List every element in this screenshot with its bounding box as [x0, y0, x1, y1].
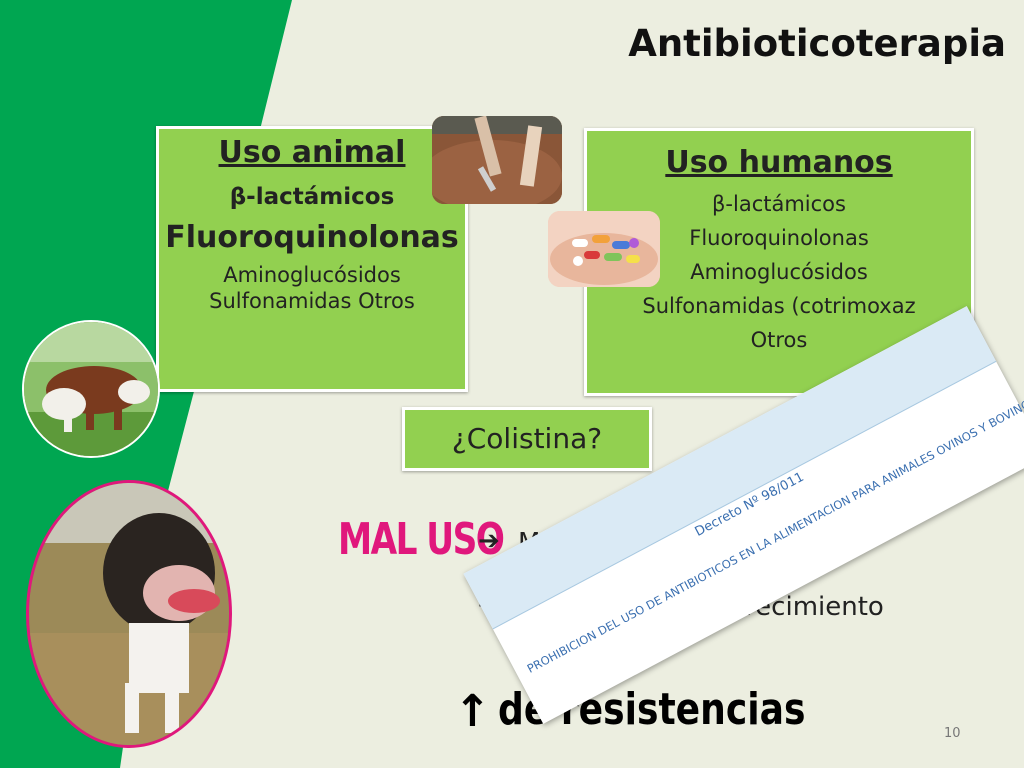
arrow-right-icon: ➔ [478, 526, 500, 556]
injection-photo-illustration [432, 116, 562, 204]
human-item: β-lactámicos [712, 192, 846, 216]
animal-use-heading: Uso animal [218, 135, 406, 170]
human-item: Fluoroquinolonas [689, 226, 869, 250]
animal-item-sulfonamides: Sulfonamidas Otros [209, 289, 415, 313]
cow-photo [22, 320, 160, 458]
human-item: Sulfonamidas (cotrimoxaz [642, 294, 916, 318]
cow-photo-illustration [24, 322, 158, 456]
calf-photo [26, 480, 232, 748]
calf-photo-illustration [29, 483, 229, 745]
human-use-heading: Uso humanos [665, 145, 893, 180]
page-number: 10 [944, 726, 961, 741]
animal-item-beta-lactams: β-lactámicos [229, 184, 395, 210]
human-item: Aminoglucósidos [690, 260, 868, 284]
animal-item-aminoglycosides: Aminoglucósidos [223, 263, 401, 287]
colistina-box: ¿Colistina? [402, 407, 652, 471]
pills-photo [548, 211, 660, 287]
animal-use-box: Uso animal β-lactámicos Fluoroquinolonas… [156, 126, 468, 392]
colistina-label: ¿Colistina? [451, 422, 603, 455]
pills-photo-illustration [548, 211, 660, 287]
mal-uso-label: MAL USO [338, 514, 505, 565]
animal-item-fluoroquinolones: Fluoroquinolonas [165, 220, 459, 255]
human-item: Otros [750, 328, 808, 352]
injection-photo [432, 116, 562, 204]
up-arrow-icon: ↑ [454, 686, 491, 737]
slide-title: Antibioticoterapia [628, 22, 1006, 65]
